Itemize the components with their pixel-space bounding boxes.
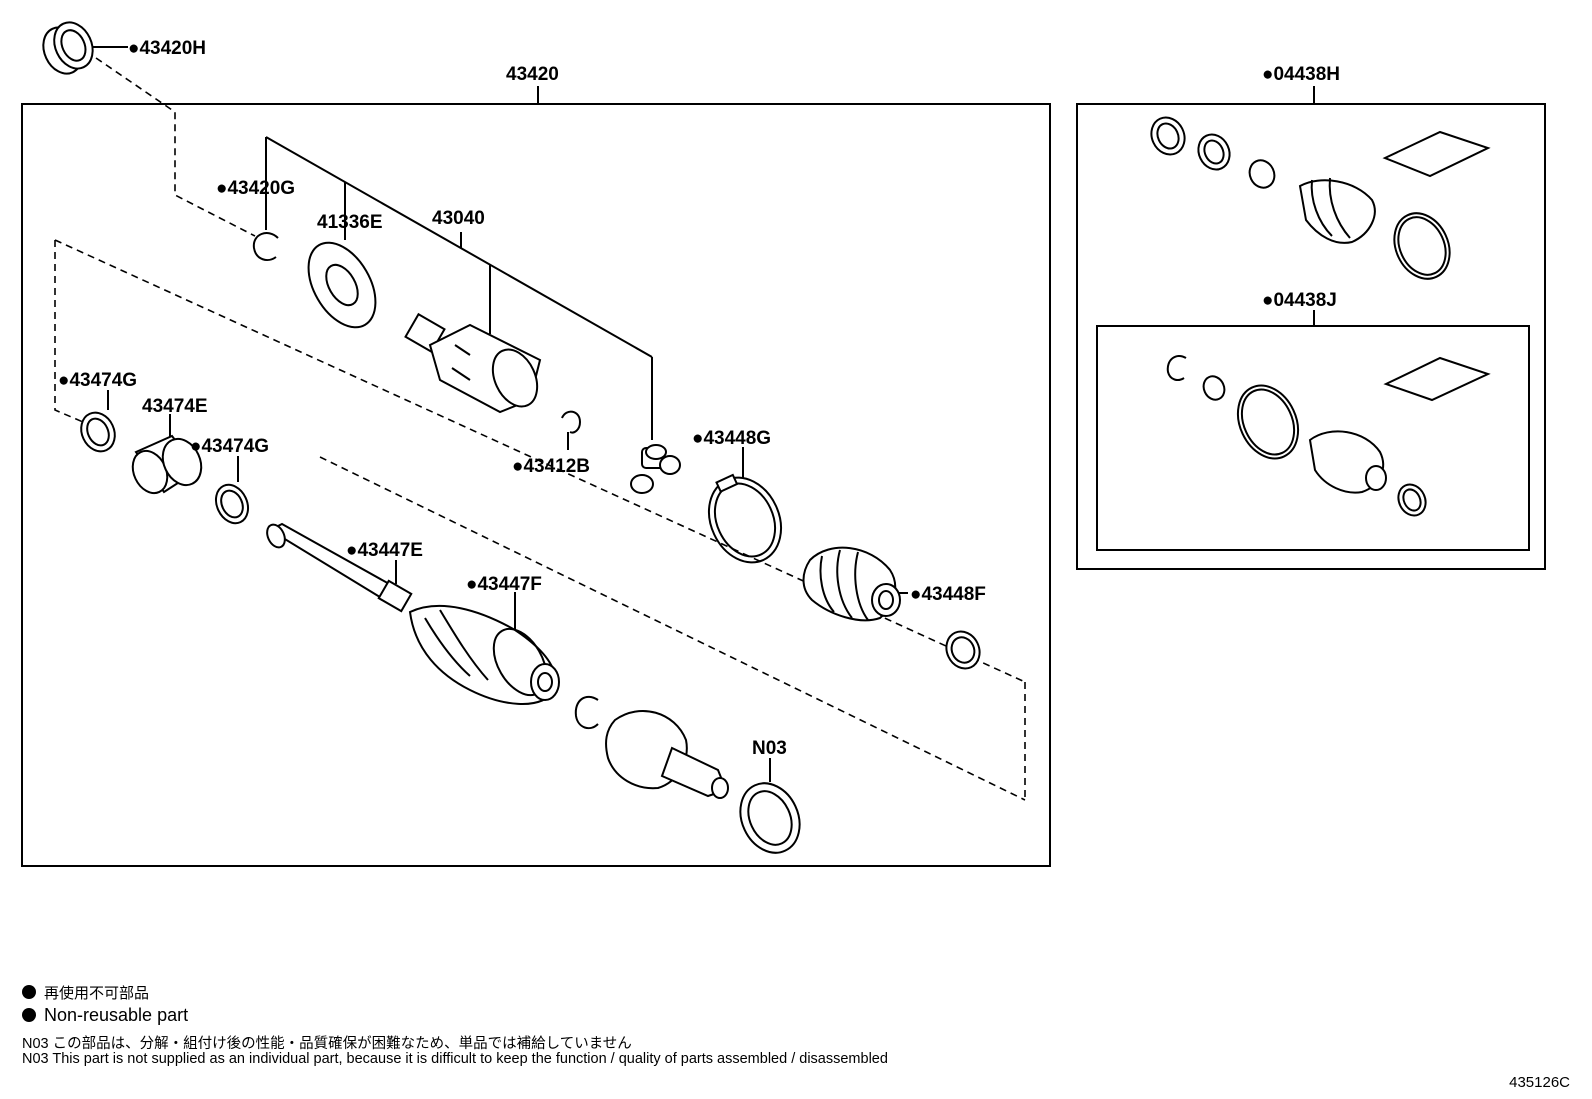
boot-kit-04438j-icon	[1166, 354, 1491, 517]
label-43420g: ●43420G	[216, 178, 295, 199]
bullet-icon	[22, 1008, 36, 1022]
seal-43420h-icon	[42, 21, 94, 75]
label-43420h: ●43420H	[128, 38, 206, 59]
note-jp: N03 この部品は、分解・組付け後の性能・品質確保が困難なため、単品では補給して…	[22, 1036, 632, 1052]
label-41336e: 41336E	[317, 212, 383, 233]
drive-shaft-icon	[266, 522, 413, 613]
label-43447f: ●43447F	[466, 574, 542, 595]
outboard-boot-43447f-icon	[408, 604, 560, 705]
legend-en-text: Non-reusable part	[44, 1005, 189, 1025]
label-43448f: ●43448F	[910, 584, 986, 605]
clamp-43474g-left-icon	[80, 411, 116, 453]
outboard-joint-icon	[605, 710, 729, 799]
label-43448g: ●43448G	[692, 428, 771, 449]
bullet-icon	[22, 985, 36, 999]
note-en: N03 This part is not supplied as an indi…	[22, 1051, 888, 1067]
inboard-joint-housing-43040-icon	[404, 312, 542, 414]
legend-jp-text: 再使用不可部品	[44, 985, 150, 1002]
label-43474g-left: ●43474G	[58, 370, 137, 391]
label-43474e: 43474E	[142, 396, 208, 417]
label-04438h: ●04438H	[1262, 64, 1340, 85]
boot-kit-frame-h	[1076, 103, 1546, 570]
label-43040: 43040	[432, 208, 485, 229]
snap-ring-43420g-icon	[252, 232, 279, 261]
seal-n03-icon	[739, 782, 801, 854]
boot-kit-04438h-icon	[1150, 116, 1491, 280]
snap-ring-outboard-icon	[574, 695, 599, 730]
label-43474g-right: ●43474G	[190, 436, 269, 457]
damper-43474e-icon	[131, 434, 203, 495]
label-n03: N03	[752, 738, 787, 759]
legend-en: Non-reusable part	[22, 1005, 188, 1026]
dust-deflector-41336e-icon	[307, 241, 377, 329]
clamp-43474g-right-icon	[214, 483, 250, 525]
inboard-boot-icon	[802, 546, 901, 622]
main-assembly-frame	[21, 103, 1051, 867]
snap-ring-43412b-icon	[561, 410, 582, 434]
tripod-joint-icon	[630, 444, 681, 494]
label-43420: 43420	[506, 64, 559, 85]
label-43412b: ●43412B	[512, 456, 590, 477]
figure-id: 435126C	[1509, 1074, 1570, 1091]
label-43447e: ●43447E	[346, 540, 423, 561]
legend-jp: 再使用不可部品	[22, 982, 149, 1003]
small-clamp-43448f-icon	[945, 630, 981, 670]
label-04438j: ●04438J	[1262, 290, 1337, 311]
boot-clamp-43448g-icon	[708, 473, 782, 564]
